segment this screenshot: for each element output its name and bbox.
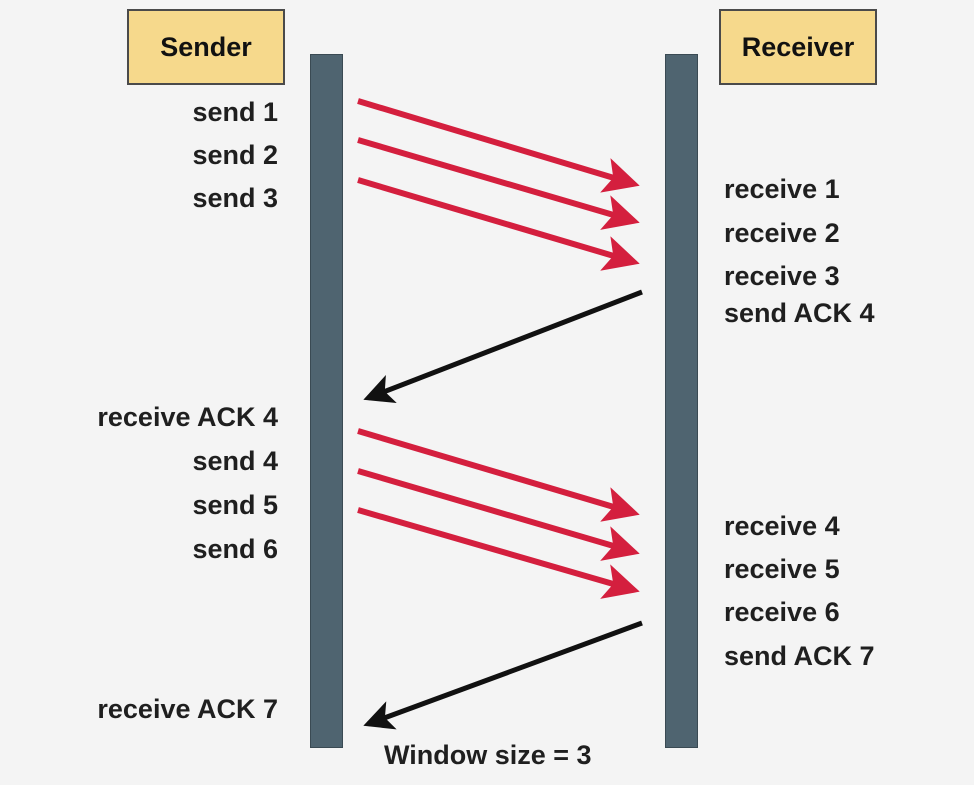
receiver-header: Receiver (719, 9, 877, 85)
data-arrow-6 (357, 507, 640, 599)
sender-lifeline (310, 54, 343, 748)
data-arrow-3 (357, 177, 640, 271)
receiver-title: Receiver (741, 31, 855, 62)
receiver-label-receive-2: receive 2 (724, 218, 840, 248)
data-arrow-4 (357, 428, 640, 522)
receiver-label-receive-5: receive 5 (724, 554, 840, 584)
data-arrow-1 (357, 98, 640, 193)
sender-label-receive-ack-7: receive ACK 7 (97, 694, 278, 724)
receiver-label-receive-6: receive 6 (724, 597, 840, 627)
ack-arrow-7 (363, 620, 643, 730)
data-arrow-5 (357, 468, 640, 561)
sender-label-send-2: send 2 (192, 140, 278, 170)
sender-label-send-6: send 6 (192, 534, 278, 564)
sender-label-send-5: send 5 (192, 490, 278, 520)
sender-label-send-1: send 1 (192, 97, 278, 127)
sender-header: Sender (127, 9, 285, 85)
receiver-lifeline (665, 54, 698, 748)
sender-label-send-3: send 3 (192, 183, 278, 213)
sender-title: Sender (160, 31, 252, 62)
receiver-label-send-ack-4: send ACK 4 (724, 298, 875, 328)
window-size-caption: Window size = 3 (384, 740, 592, 770)
receiver-label-receive-1: receive 1 (724, 174, 840, 204)
data-arrow-2 (357, 137, 640, 230)
receiver-label-send-ack-7: send ACK 7 (724, 641, 875, 671)
sender-label-receive-ack-4: receive ACK 4 (97, 402, 278, 432)
receiver-label-receive-3: receive 3 (724, 261, 840, 291)
ack-arrow-4 (363, 289, 643, 403)
receiver-label-receive-4: receive 4 (724, 511, 840, 541)
sender-label-send-4: send 4 (192, 446, 278, 476)
